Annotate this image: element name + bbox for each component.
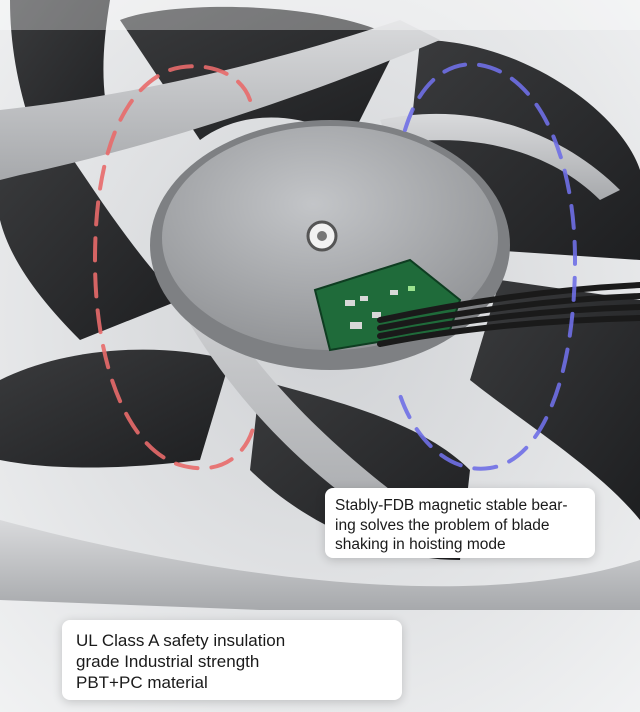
- bearing-callout-line-2: ing solves the problem of blade: [335, 516, 550, 534]
- bearing-callout: Stably-FDB magnetic stable bear- ing sol…: [325, 488, 595, 558]
- hub-center-dot: [317, 231, 327, 241]
- blue-dashed-ring: [398, 62, 578, 471]
- material-callout-line-2: grade Industrial strength: [76, 652, 260, 671]
- top-fade: [0, 0, 640, 30]
- red-dashed-ring: [92, 64, 257, 471]
- material-callout: UL Class A safety insulation grade Indus…: [62, 620, 402, 700]
- fan-cable: [377, 282, 640, 347]
- pcb-components: [345, 286, 415, 329]
- bearing-callout-line-3: shaking in hoisting mode: [335, 536, 506, 553]
- bearing-callout-line-1: Stably-FDB magnetic stable bear-: [335, 497, 568, 514]
- material-callout-line-3: PBT+PC material: [76, 673, 208, 692]
- material-callout-line-1: UL Class A safety insulation: [76, 631, 286, 650]
